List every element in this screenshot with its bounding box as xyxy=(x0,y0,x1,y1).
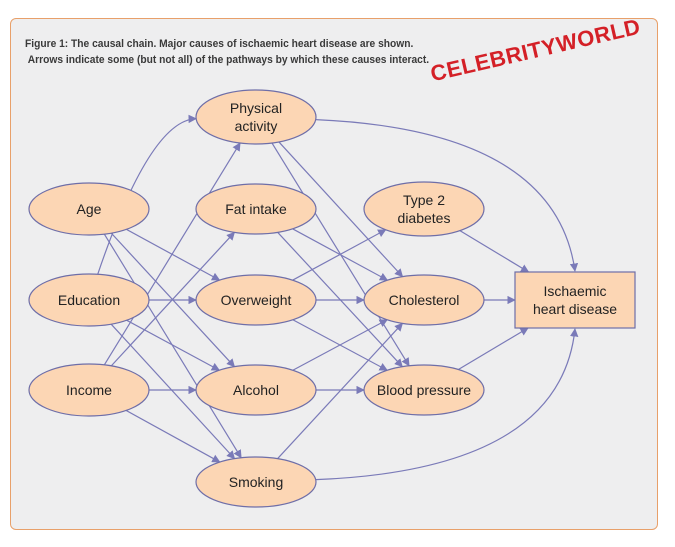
node-label: Ischaemic xyxy=(543,283,606,299)
arrow-income-to-smoking xyxy=(125,409,221,463)
node-label: activity xyxy=(235,118,278,134)
node-income: Income xyxy=(28,363,150,417)
node-blood-pressure: Blood pressure xyxy=(363,364,485,416)
arrow-smoking-to-ischaemic-heart-disease xyxy=(315,328,579,481)
caption-line-2: Arrows indicate some (but not all) of th… xyxy=(27,54,430,66)
node-fat-intake: Fat intake xyxy=(195,183,317,235)
node-type2-diabetes: Type 2 diabetes xyxy=(363,181,485,237)
node-physical-activity: Physical activity xyxy=(195,89,317,145)
node-shape xyxy=(195,364,317,416)
node-shape xyxy=(363,364,485,416)
node-label: Blood pressure xyxy=(377,382,471,398)
node-label: Age xyxy=(77,201,102,217)
arrow-age-to-smoking xyxy=(103,233,242,459)
arrow-age-to-overweight xyxy=(126,228,221,281)
arrow-physical-activity-to-cholesterol xyxy=(278,141,404,278)
node-overweight: Overweight xyxy=(195,274,317,326)
node-age: Age xyxy=(28,182,150,236)
caption-line-1: Figure 1: The causal chain. Major causes… xyxy=(25,38,414,50)
node-shape xyxy=(195,183,317,235)
arrow-education-to-physical-activity xyxy=(97,114,197,275)
figure-caption: Figure 1: The causal chain. Major causes… xyxy=(25,36,585,68)
node-label: Smoking xyxy=(229,474,283,490)
node-label: Physical xyxy=(230,100,282,116)
arrow-overweight-to-type2-diabetes xyxy=(292,229,387,281)
node-ischaemic-heart-disease: Ischaemic heart disease xyxy=(514,271,636,329)
node-label: Income xyxy=(66,382,112,398)
node-shape xyxy=(514,271,636,329)
arrow-education-to-alcohol xyxy=(126,319,221,371)
node-label: Overweight xyxy=(221,292,292,308)
arrow-education-to-smoking xyxy=(110,323,236,460)
node-label: Cholesterol xyxy=(389,292,460,308)
node-shape xyxy=(195,456,317,508)
arrow-blood-pressure-to-ischaemic-heart-disease xyxy=(458,327,529,371)
node-shape xyxy=(28,273,150,327)
node-shape xyxy=(363,274,485,326)
node-shape xyxy=(28,182,150,236)
node-label: diabetes xyxy=(398,210,451,226)
node-label: Type 2 xyxy=(403,192,445,208)
arrow-alcohol-to-cholesterol xyxy=(292,319,388,371)
node-label: Education xyxy=(58,292,120,308)
node-label: heart disease xyxy=(533,301,617,317)
node-shape xyxy=(28,363,150,417)
node-cholesterol: Cholesterol xyxy=(363,274,485,326)
node-label: Fat intake xyxy=(225,201,287,217)
node-alcohol: Alcohol xyxy=(195,364,317,416)
node-shape xyxy=(195,274,317,326)
edge-layer xyxy=(97,114,579,481)
arrow-smoking-to-cholesterol xyxy=(277,322,404,460)
arrow-type2-diabetes-to-ischaemic-heart-disease xyxy=(459,230,530,273)
node-shape xyxy=(363,181,485,237)
node-shape xyxy=(195,89,317,145)
arrow-income-to-fat-intake xyxy=(110,231,236,367)
arrow-physical-activity-to-ischaemic-heart-disease xyxy=(315,118,579,272)
arrow-income-to-physical-activity xyxy=(103,142,241,366)
node-smoking: Smoking xyxy=(195,456,317,508)
node-education: Education xyxy=(28,273,150,327)
node-label: Alcohol xyxy=(233,382,279,398)
